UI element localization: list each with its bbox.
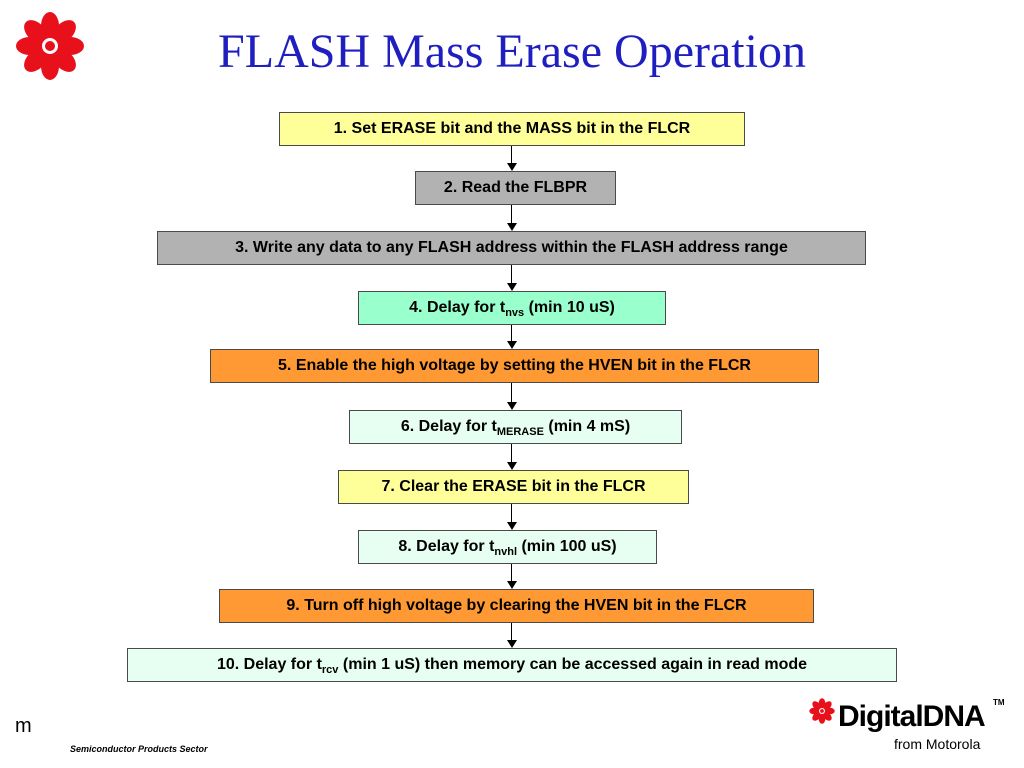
flow-step-5: 5. Enable the high voltage by setting th… — [210, 349, 819, 383]
flow-arrow-4 — [507, 325, 517, 349]
flow-step-2: 2. Read the FLBPR — [415, 171, 616, 205]
step-3-text: 3. Write any data to any FLASH address w… — [235, 239, 788, 256]
step-8-text: 8. Delay for tnvhl (min 100 uS) — [398, 538, 617, 558]
flow-step-10: 10. Delay for trcv (min 1 uS) then memor… — [127, 648, 897, 682]
step-7-text: 7. Clear the ERASE bit in the FLCR — [381, 478, 646, 495]
flow-arrow-1 — [507, 146, 517, 171]
flow-step-9: 9. Turn off high voltage by clearing the… — [219, 589, 814, 623]
flow-arrow-6 — [507, 444, 517, 470]
page-title: FLASH Mass Erase Operation — [218, 25, 806, 78]
step-9-text: 9. Turn off high voltage by clearing the… — [286, 597, 747, 614]
flow-arrow-7 — [507, 504, 517, 530]
flow-step-1: 1. Set ERASE bit and the MASS bit in the… — [279, 112, 745, 146]
flow-arrow-3 — [507, 265, 517, 291]
step-10-text: 10. Delay for trcv (min 1 uS) then memor… — [216, 656, 808, 676]
flow-step-7: 7. Clear the ERASE bit in the FLCR — [338, 470, 689, 504]
step-5-text: 5. Enable the high voltage by setting th… — [278, 357, 751, 374]
star-logo-icon — [16, 12, 84, 80]
brand-trademark: TM — [993, 698, 1005, 707]
flow-step-8: 8. Delay for tnvhl (min 100 uS) — [358, 530, 657, 564]
flow-arrow-8 — [507, 564, 517, 589]
step-2-text: 2. Read the FLBPR — [443, 179, 588, 196]
brand-name: DigitalDNA — [838, 700, 986, 733]
flow-step-3: 3. Write any data to any FLASH address w… — [157, 231, 866, 265]
flow-arrow-5 — [507, 383, 517, 410]
flow-step-6: 6. Delay for tMERASE (min 4 mS) — [349, 410, 682, 444]
brand-subtitle: from Motorola — [894, 736, 981, 752]
flow-arrow-9 — [507, 623, 517, 648]
footer-motorola-mark: m — [15, 715, 32, 737]
step-4-text: 4. Delay for tnvs (min 10 uS) — [409, 299, 615, 319]
flow-arrow-2 — [507, 205, 517, 231]
footer-sector-label: Semiconductor Products Sector — [70, 744, 208, 754]
small-star-icon — [809, 698, 835, 724]
step-1-text: 1. Set ERASE bit and the MASS bit in the… — [333, 120, 691, 137]
digital-dna-logo: DigitalDNA TM from Motorola — [808, 696, 1008, 756]
step-6-text: 6. Delay for tMERASE (min 4 mS) — [400, 418, 631, 438]
flow-step-4: 4. Delay for tnvs (min 10 uS) — [358, 291, 666, 325]
